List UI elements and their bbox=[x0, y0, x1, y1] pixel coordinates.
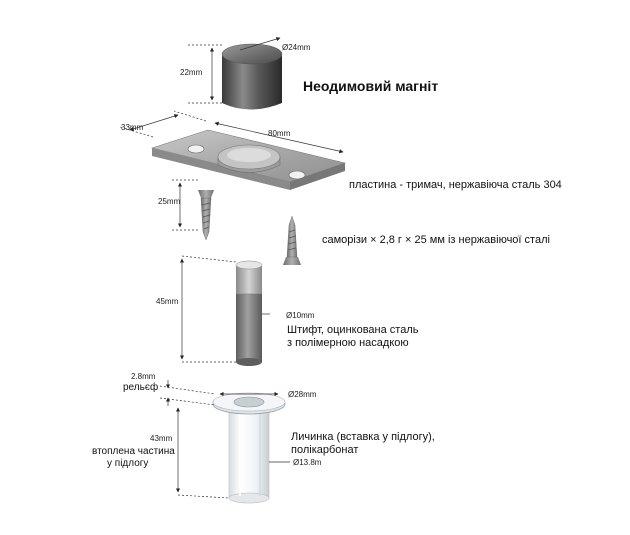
magnet-diameter-label: Ø24mm bbox=[282, 43, 311, 52]
screw-right bbox=[283, 215, 301, 265]
pin-description-line1: Штифт, оцинкована сталь bbox=[287, 324, 419, 336]
sleeve-description-line2: полікарбонат bbox=[291, 444, 359, 456]
relief-label: рельєф bbox=[123, 382, 159, 393]
screws-description: саморізи × 2,8 г × 25 мм із нержавіючої … bbox=[322, 234, 550, 246]
magnet-height-label: 22mm bbox=[180, 68, 203, 77]
screw-length-dimension bbox=[172, 179, 200, 231]
pin-dimensions bbox=[179, 255, 270, 363]
sleeve-description-line1: Личинка (вставка у підлогу), bbox=[291, 431, 435, 443]
magnet-height-dimension bbox=[188, 44, 222, 104]
pin-description-line2: з полімерною насадкою bbox=[287, 337, 409, 349]
plate-width-label: 33mm bbox=[121, 123, 144, 132]
sleeve-tube-diameter-label: Ø13.8m bbox=[293, 458, 322, 467]
neodymium-magnet bbox=[221, 43, 283, 110]
screw-left bbox=[198, 190, 214, 241]
relief-height-label: 2.8mm bbox=[131, 372, 156, 381]
plate-description: пластина - тримач, нержавіюча сталь 304 bbox=[349, 179, 562, 191]
embedded-label-line2: у підлогу bbox=[107, 458, 149, 469]
plate-length-label: 80mm bbox=[268, 129, 291, 138]
embedded-label-line1: втоплена частина bbox=[92, 446, 175, 457]
magnet-diameter-dimension bbox=[239, 37, 281, 51]
screw-length-label: 25mm bbox=[158, 197, 181, 206]
embedded-height-label: 43mm bbox=[150, 434, 173, 443]
magnet-title: Неодимовий магніт bbox=[303, 78, 439, 94]
sleeve-rim-diameter-label: Ø28mm bbox=[288, 390, 317, 399]
sleeve-dimensions bbox=[159, 380, 290, 499]
pin-length-label: 45mm bbox=[156, 297, 179, 306]
plate-dimensions bbox=[119, 110, 344, 154]
pin-diameter-label: Ø10mm bbox=[286, 311, 315, 320]
floor-sleeve bbox=[212, 392, 286, 504]
pin bbox=[235, 260, 263, 366]
mounting-plate bbox=[150, 129, 347, 190]
